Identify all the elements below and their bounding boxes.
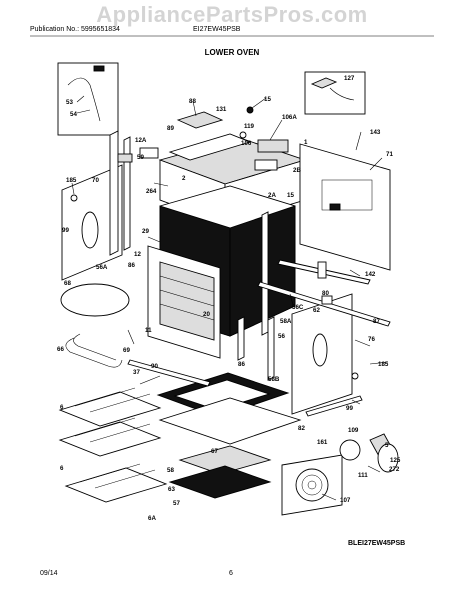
- callout-70: 70: [92, 177, 99, 184]
- callout-6-middle: 6: [60, 465, 64, 472]
- callout-58: 58: [167, 467, 174, 474]
- callout-58A: 58A: [280, 318, 292, 325]
- callout-56C: 56C: [292, 304, 304, 311]
- callout-89: 89: [167, 125, 174, 132]
- section-title: LOWER OVEN: [204, 48, 260, 57]
- inset-wire-harness: [57, 62, 119, 136]
- inset-probe: [304, 71, 366, 115]
- callout-131: 131: [216, 106, 227, 113]
- callout-63: 63: [168, 486, 175, 493]
- callout-143: 143: [370, 129, 381, 136]
- callout-71: 71: [386, 151, 393, 158]
- footer-date: 09/14: [40, 570, 58, 577]
- callout-2B: 2B: [293, 167, 301, 174]
- oven-cavity: [147, 185, 296, 359]
- callout-57: 57: [173, 500, 180, 507]
- callout-87: 87: [373, 318, 380, 325]
- callout-56A: 56A: [96, 264, 108, 271]
- callout-2A: 2A: [268, 192, 276, 199]
- broil-element: [65, 333, 123, 368]
- callout-127: 127: [344, 75, 355, 82]
- callout-37: 37: [133, 369, 140, 376]
- oven-racks: [58, 387, 168, 503]
- callout-62: 62: [313, 307, 320, 314]
- callout-107: 107: [340, 497, 351, 504]
- watermark: AppliancePartsPros.com: [96, 2, 368, 27]
- publication-number: Publication No.: 5995651834: [30, 26, 120, 33]
- callout-53: 53: [66, 99, 73, 106]
- callout-5: 5: [385, 442, 389, 449]
- model-number: EI27EW45PSB: [193, 26, 241, 33]
- callout-11: 11: [145, 327, 152, 334]
- callout-15-lower: 15: [287, 192, 294, 199]
- left-side-panel: [61, 164, 123, 281]
- callout-67: 67: [211, 448, 218, 455]
- element-shield: [60, 283, 130, 317]
- callout-119: 119: [244, 123, 255, 130]
- callout-106: 106: [241, 140, 252, 147]
- callout-20: 20: [203, 311, 210, 318]
- callout-15: 15: [264, 96, 271, 103]
- callout-82: 82: [298, 425, 305, 432]
- callout-99-lower: 99: [346, 405, 353, 412]
- callout-76: 76: [368, 336, 375, 343]
- callout-86-right: 86: [238, 361, 245, 368]
- callout-264: 264: [146, 188, 157, 195]
- callout-12: 12: [134, 251, 141, 258]
- callout-68: 68: [64, 280, 71, 287]
- callout-272: 272: [389, 466, 400, 473]
- callout-66: 66: [57, 346, 64, 353]
- oven-bottom: [156, 372, 302, 499]
- callout-56: 56: [278, 333, 285, 340]
- small-parts: [70, 106, 359, 385]
- page-number: 6: [229, 570, 233, 577]
- callout-109: 109: [348, 427, 359, 434]
- callout-142: 142: [365, 271, 376, 278]
- leader-lines: [71, 95, 389, 501]
- callout-99-top: 99: [62, 227, 69, 234]
- callout-90: 90: [151, 363, 158, 370]
- callout-1: 1: [304, 139, 308, 146]
- callout-88: 88: [189, 98, 196, 105]
- callout-125: 125: [390, 457, 401, 464]
- callout-59: 59: [137, 154, 144, 161]
- callout-111: 111: [358, 472, 368, 479]
- callout-86-left: 86: [128, 262, 135, 269]
- callout-161: 161: [317, 439, 328, 446]
- front-frame-rails: [109, 130, 275, 381]
- callout-185-top: 185: [66, 177, 77, 184]
- callout-58B: 58B: [268, 376, 280, 383]
- callout-69: 69: [123, 347, 130, 354]
- callout-2: 2: [182, 175, 186, 182]
- diagram-code: BLEI27EW45PSB: [348, 540, 406, 547]
- callout-106A: 106A: [282, 114, 297, 121]
- callout-12A: 12A: [135, 137, 147, 144]
- callout-6A: 6A: [148, 515, 156, 522]
- callout-labels: 53 54 127 88 15 131 106A 119 89 106 12A …: [57, 75, 401, 522]
- callout-54: 54: [70, 111, 77, 118]
- right-back-panel: [299, 143, 391, 271]
- callout-29: 29: [142, 228, 149, 235]
- convection-fan: [281, 433, 399, 516]
- callout-185-right: 185: [378, 361, 389, 368]
- callout-80: 80: [322, 290, 329, 297]
- callout-6-top: 6: [60, 404, 64, 411]
